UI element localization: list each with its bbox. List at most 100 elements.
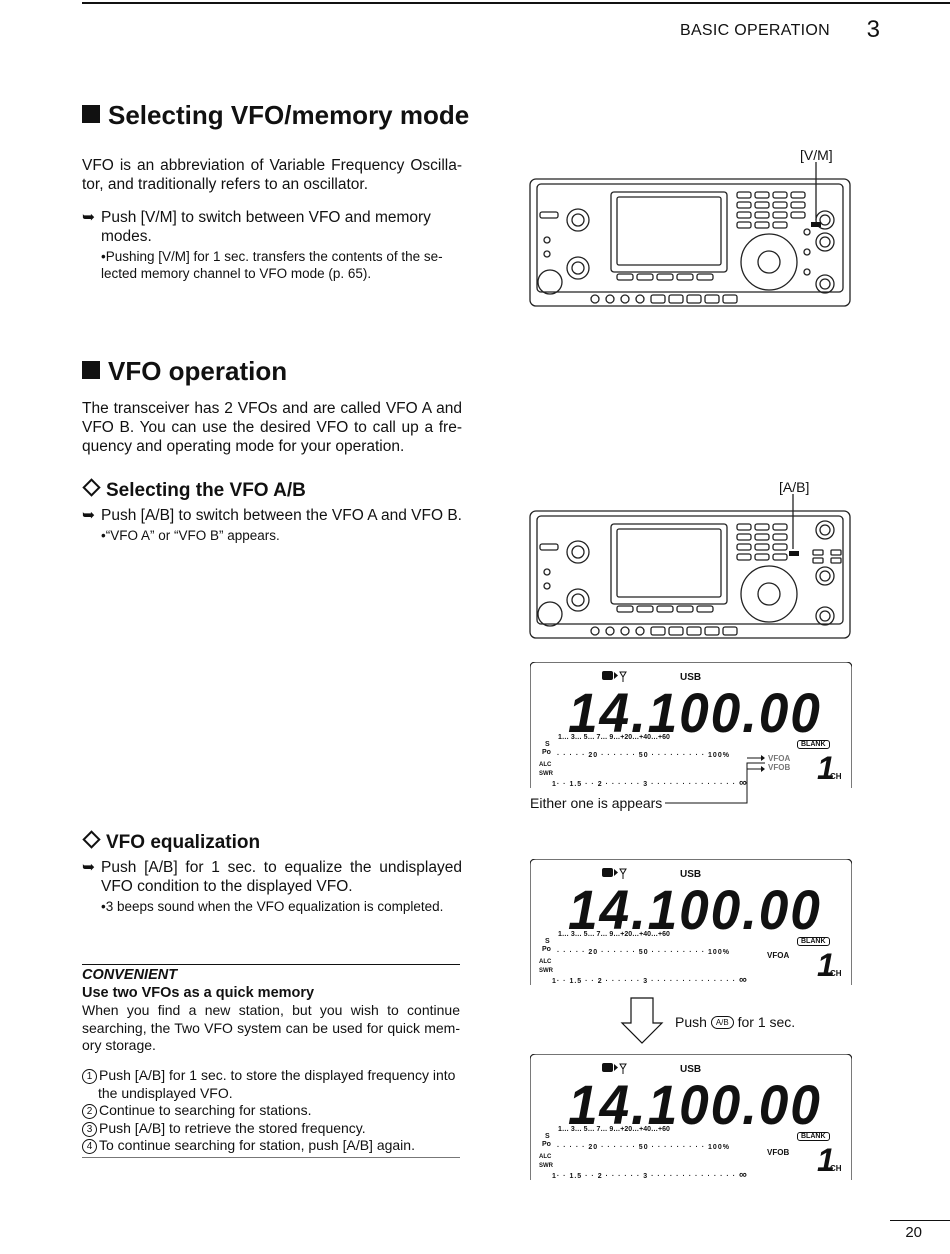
s-label: S <box>545 938 550 945</box>
section-paragraph: VFO is an abbreviation of Variable Frequ… <box>82 157 462 193</box>
channel-readout: 1 <box>817 750 835 786</box>
arrow-bullet-icon: ➥ <box>82 859 95 876</box>
caption-leader-line <box>665 755 765 804</box>
mode-readout: USB <box>680 869 702 880</box>
s-meter-scale: 1… 3… 5… 7… 9…+20…+40…+60 <box>558 1126 670 1133</box>
subsection-title: Selecting the VFO A/B <box>106 480 306 501</box>
po-label: Po <box>542 749 551 756</box>
mode-readout: USB <box>680 672 702 683</box>
lcd-display: USB 14.100.00 1… 3… 5… 7… 9…+20…+40…+60 … <box>530 859 852 986</box>
swr-scale-15: 1.5 <box>569 1173 583 1180</box>
po-scale-20: 20 <box>588 1144 599 1151</box>
swr-scale-15: 1.5 <box>569 978 583 985</box>
ab-key-icon: A/B <box>710 1016 734 1029</box>
s-label: S <box>545 741 550 748</box>
swr-scale-1: 1 <box>552 1173 557 1180</box>
step-text: Push [A/B] for 1 sec. to store the displ… <box>98 1067 456 1101</box>
ch-label: CH <box>830 1164 842 1173</box>
display-caption: Either one is appears <box>530 795 663 811</box>
step-number: 4 <box>82 1139 97 1154</box>
subsection-vfo-ab-heading: Selecting the VFO A/B <box>82 478 306 502</box>
vfoa-indicator: VFOA <box>767 951 790 960</box>
step-item: ➥ Push [V/M] to switch between VFO and m… <box>82 208 462 282</box>
po-scale-100: 100% <box>708 949 730 956</box>
step-text: Continue to searching for stations. <box>99 1102 312 1118</box>
page-number-rule <box>890 1220 950 1221</box>
push-prefix: Push <box>675 1014 707 1030</box>
step-text: Push [A/B] to retrieve the stored freque… <box>99 1119 366 1136</box>
step-text: Push [A/B] to switch between the VFO A a… <box>101 507 462 524</box>
swr-scale-1: 1 <box>552 781 557 788</box>
swr-scale-2: 2 <box>597 978 603 985</box>
step-text: Push [A/B] for 1 sec. to equalize the un… <box>101 859 462 895</box>
swr-scale-1: 1 <box>552 978 557 985</box>
push-suffix: for 1 sec. <box>737 1014 796 1030</box>
swr-label: SWR <box>539 771 553 777</box>
convenient-title: CONVENIENT <box>82 967 178 983</box>
header-chapter-number: 3 <box>866 16 880 43</box>
convenient-subtitle: Use two VFOs as a quick memory <box>82 985 315 1001</box>
swr-scale-15: 1.5 <box>569 781 583 788</box>
subsection-vfo-equalization-heading: VFO equalization <box>82 830 261 854</box>
radio-front-panel-figure <box>529 162 851 307</box>
po-label: Po <box>542 1141 551 1148</box>
swr-scale-3: 3 <box>643 1173 649 1180</box>
channel-readout: 1 <box>817 1142 835 1178</box>
po-scale-20: 20 <box>588 752 599 759</box>
radio-front-panel-figure <box>529 494 851 639</box>
section-title: VFO operation <box>108 356 288 386</box>
alc-label: ALC <box>539 959 552 965</box>
diamond-bullet-icon <box>82 478 101 497</box>
po-scale-20: 20 <box>588 949 599 956</box>
po-scale-100: 100% <box>708 752 730 759</box>
vfob-indicator: VFOB <box>767 1148 790 1157</box>
swr-scale-inf: ∞ <box>738 974 748 986</box>
channel-readout: 1 <box>817 947 835 983</box>
lcd-display: USB 14.100.00 1… 3… 5… 7… 9…+20…+40…+60 … <box>530 662 852 789</box>
swr-scale-2: 2 <box>597 1173 603 1180</box>
figure-label-ab: [A/B] <box>779 479 810 495</box>
blank-indicator: BLANK <box>797 1132 830 1141</box>
swr-scale-3: 3 <box>643 781 649 788</box>
diamond-bullet-icon <box>82 830 101 849</box>
frequency-readout: 14.100.00 <box>568 1073 822 1136</box>
section-vfo-operation-heading: VFO operation <box>82 356 287 387</box>
down-arrow-icon <box>620 997 664 1044</box>
frequency-readout: 14.100.00 <box>568 878 822 941</box>
figure-label-vm: [V/M] <box>800 147 833 163</box>
step-number: 3 <box>82 1121 97 1137</box>
section-title: Selecting VFO/memory mode <box>108 100 470 130</box>
swr-scale-inf: ∞ <box>738 777 748 789</box>
blank-indicator: BLANK <box>797 937 830 946</box>
section-vfo-memory-heading: Selecting VFO/memory mode <box>82 100 469 131</box>
push-caption: Push A/B for 1 sec. <box>675 1014 795 1030</box>
page-number: 20 <box>905 1224 922 1241</box>
step-item: ➥ Push [A/B] to switch between the VFO A… <box>82 506 462 544</box>
step-note: •Pushing [V/M] for 1 sec. transfers the … <box>101 249 443 281</box>
subsection-title: VFO equalization <box>106 832 261 853</box>
step-note: •3 beeps sound when the VFO equalization… <box>101 899 444 914</box>
step-note: •“VFO A” or “VFO B” appears. <box>101 528 280 543</box>
swr-label: SWR <box>539 1163 553 1169</box>
s-meter-scale: 1… 3… 5… 7… 9…+20…+40…+60 <box>558 931 670 938</box>
step-number: 2 <box>82 1104 97 1119</box>
convenient-paragraph: When you find a new station, but you wis… <box>82 1002 460 1053</box>
po-scale-50: 50 <box>638 949 649 956</box>
convenient-top-rule <box>82 964 460 965</box>
po-scale-100: 100% <box>708 1144 730 1151</box>
vfob-indicator: VFOB <box>768 763 791 772</box>
swr-scale-2: 2 <box>597 781 603 788</box>
s-meter-scale: 1… 3… 5… 7… 9…+20…+40…+60 <box>558 734 670 741</box>
arrow-bullet-icon: ➥ <box>82 209 95 226</box>
swr-label: SWR <box>539 968 553 974</box>
step-item: ➥ Push [A/B] for 1 sec. to equalize the … <box>82 858 462 915</box>
swr-scale-inf: ∞ <box>738 1169 748 1181</box>
header-section-title: BASIC OPERATION <box>679 22 830 39</box>
blank-indicator: BLANK <box>797 740 830 749</box>
mode-readout: USB <box>680 1064 702 1075</box>
